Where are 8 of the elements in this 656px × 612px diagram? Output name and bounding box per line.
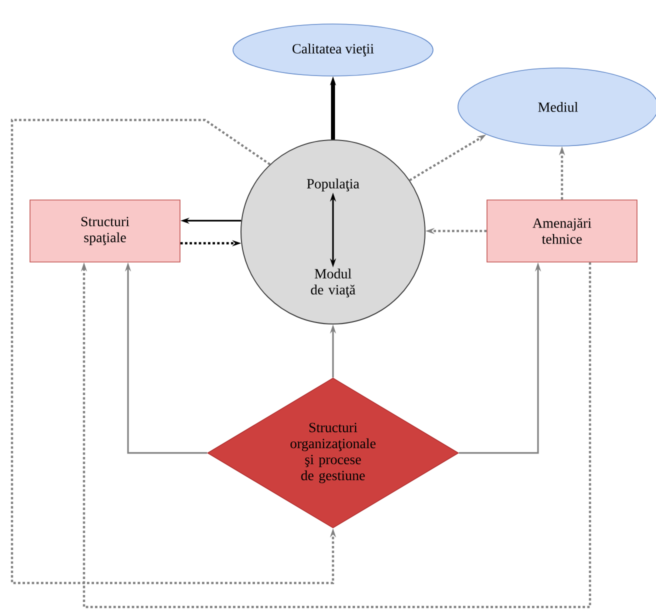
dotted-arrow — [80, 262, 592, 608]
circle-label: Modul de viaţă — [310, 268, 356, 298]
process-box: Structuri spaţiale — [30, 200, 180, 262]
circle-label: Populaţia — [306, 178, 360, 192]
ellipse-node: Mediul — [458, 68, 656, 146]
ellipse-node: Calitatea vieţii — [232, 24, 434, 76]
process-box: Amenajări tehnice — [486, 200, 638, 262]
circle-node — [240, 140, 426, 324]
